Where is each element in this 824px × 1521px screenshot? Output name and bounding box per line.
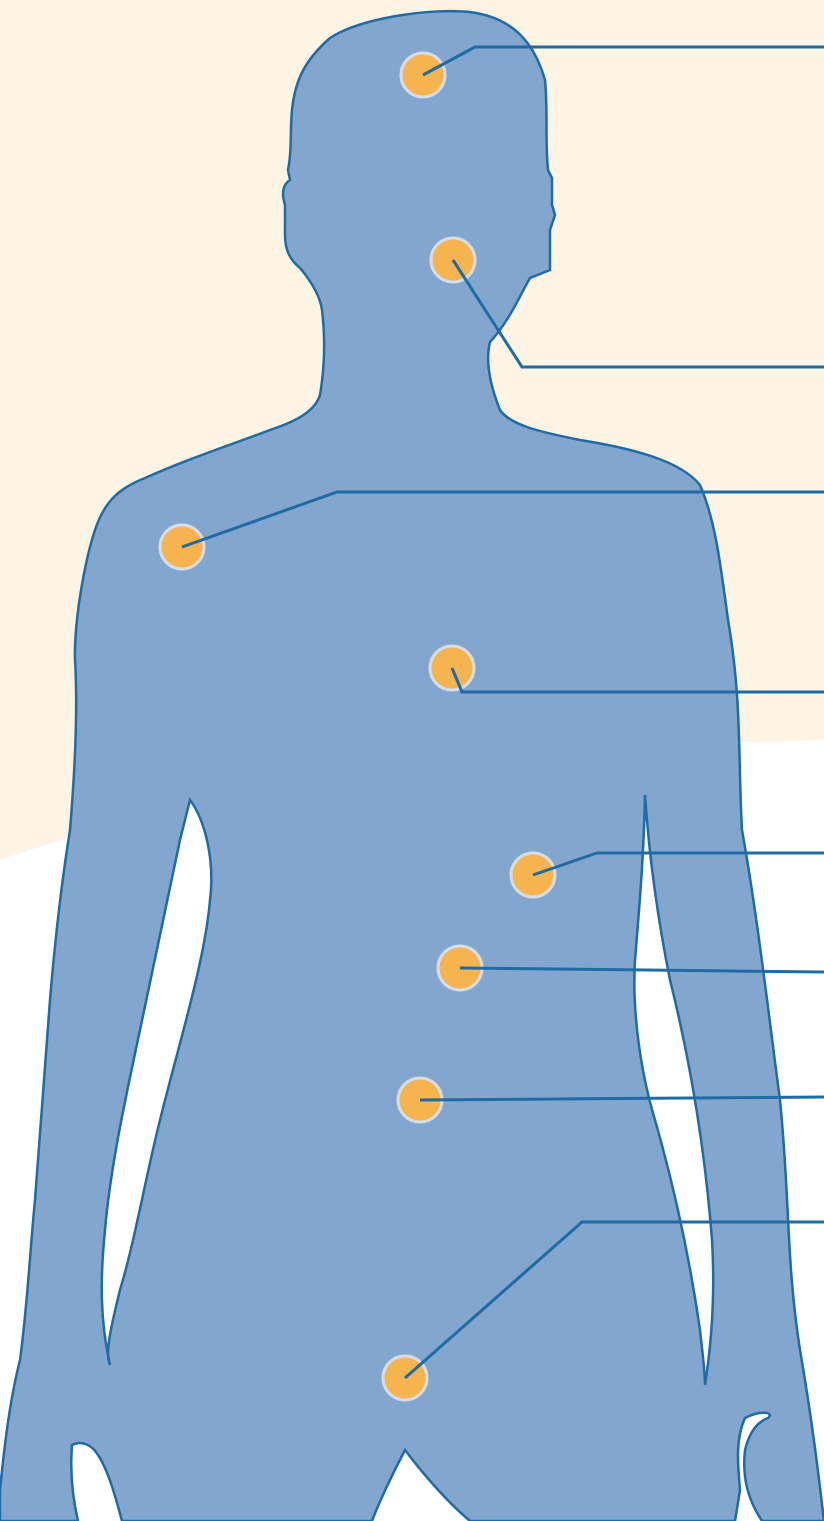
anatomy-diagram: [0, 0, 824, 1521]
body-diagram-canvas: [0, 0, 824, 1521]
